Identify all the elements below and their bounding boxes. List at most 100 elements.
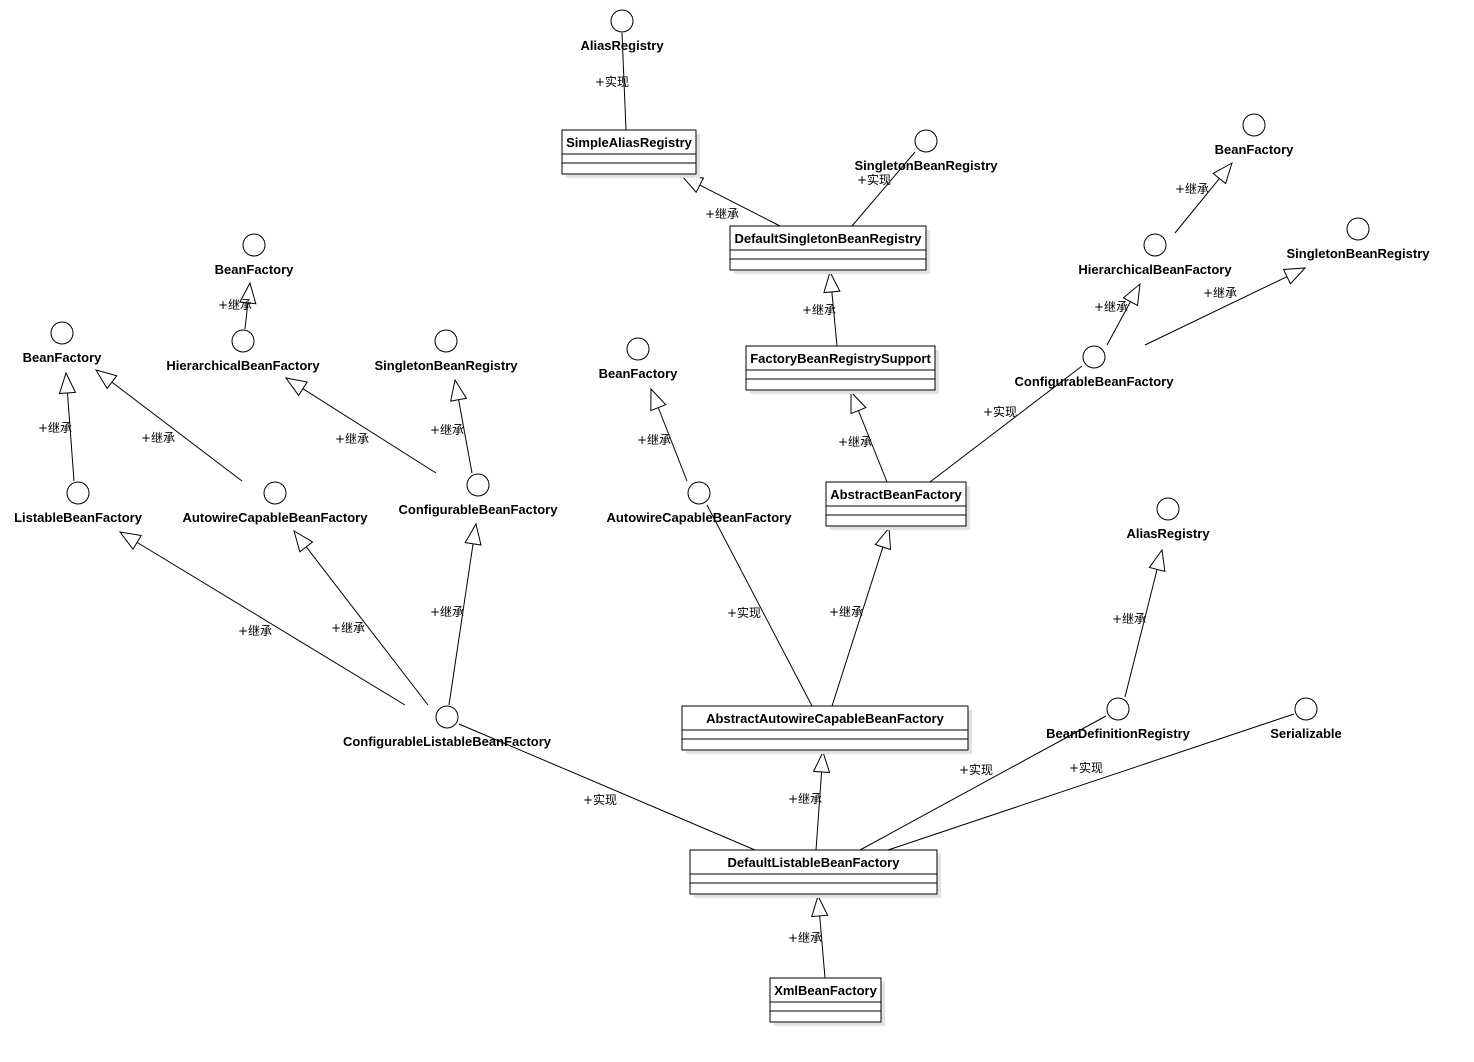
class-box-defaultSingleton[interactable]: DefaultSingletonBeanRegistry — [729, 225, 930, 274]
nodes-layer: SimpleAliasRegistryDefaultSingletonBeanR… — [14, 9, 1430, 1026]
relation-line — [859, 715, 1107, 851]
relation-label: +继承 — [430, 423, 464, 437]
interface-name: AliasRegistry — [580, 38, 664, 53]
relation-line — [621, 32, 627, 131]
interface-i_configlistable[interactable]: ConfigurableListableBeanFactory — [343, 705, 552, 749]
relation-line — [819, 915, 826, 979]
interface-circle-icon — [687, 481, 711, 505]
class-box-xmlBF[interactable]: XmlBeanFactory — [769, 977, 885, 1026]
class-name: AbstractAutowireCapableBeanFactory — [706, 711, 944, 726]
relation-line — [831, 291, 838, 347]
relation-i_configlistable-to-i_config_l: +继承 — [430, 522, 482, 706]
interface-i_singleton_r[interactable]: SingletonBeanRegistry — [1286, 217, 1430, 261]
relation-line — [1124, 569, 1158, 698]
interface-name: BeanDefinitionRegistry — [1046, 726, 1191, 741]
interface-i_serializable[interactable]: Serializable — [1270, 697, 1342, 741]
interface-i_bf_l1[interactable]: BeanFactory — [23, 321, 103, 365]
relation-defaultListable-to-i_beandef: +实现 — [859, 715, 1107, 851]
interface-i_listable[interactable]: ListableBeanFactory — [14, 481, 143, 525]
relation-label: +继承 — [38, 421, 72, 435]
interface-name: ConfigurableBeanFactory — [1015, 374, 1175, 389]
relation-defaultListable-to-abstractAutowire: +继承 — [788, 750, 831, 851]
interface-i_singleton_l[interactable]: SingletonBeanRegistry — [374, 329, 518, 373]
generalization-arrowhead — [811, 894, 829, 918]
relation-label: +继承 — [335, 432, 369, 446]
relation-line — [305, 546, 429, 706]
generalization-arrowhead — [284, 377, 308, 397]
interface-name: BeanFactory — [1215, 142, 1295, 157]
relation-line — [831, 546, 884, 707]
relation-line — [929, 365, 1083, 483]
interface-i_autowire_l[interactable]: AutowireCapableBeanFactory — [183, 481, 369, 525]
interface-i_beandef[interactable]: BeanDefinitionRegistry — [1046, 697, 1191, 741]
relation-label: +实现 — [959, 762, 993, 777]
relation-label: +继承 — [829, 605, 863, 619]
relation-i_config_l-to-i_hier_l: +继承 — [284, 377, 437, 474]
generalization-arrowhead — [823, 270, 841, 294]
relation-i_beandef-to-i_alias_r: +继承 — [1112, 548, 1166, 698]
relation-line — [706, 504, 813, 707]
interface-circle-icon — [231, 329, 255, 353]
interface-i_config_r[interactable]: ConfigurableBeanFactory — [1015, 345, 1175, 389]
generalization-arrowhead — [118, 531, 143, 551]
interface-name: AutowireCapableBeanFactory — [183, 510, 369, 525]
class-box-simpleAlias[interactable]: SimpleAliasRegistry — [561, 129, 700, 178]
interface-name: ConfigurableListableBeanFactory — [343, 734, 552, 749]
relation-factoryBeanReg-to-defaultSingleton: +继承 — [802, 270, 841, 347]
relation-defaultSingleton-to-simpleAlias: +继承 — [680, 175, 781, 227]
interface-name: SingletonBeanRegistry — [854, 158, 998, 173]
interface-i_hier_l[interactable]: HierarchicalBeanFactory — [166, 329, 320, 373]
interface-name: AutowireCapableBeanFactory — [607, 510, 793, 525]
relation-line — [851, 151, 916, 227]
interface-circle-icon — [263, 481, 287, 505]
relation-abstractBF-to-i_config_r: +实现 — [929, 365, 1083, 483]
relation-label: +继承 — [802, 303, 836, 317]
generalization-arrowhead — [239, 281, 257, 305]
interface-name: HierarchicalBeanFactory — [1078, 262, 1232, 277]
generalization-arrowhead — [874, 526, 892, 551]
class-box-abstractBF[interactable]: AbstractBeanFactory — [825, 481, 970, 530]
relation-label: +继承 — [1094, 300, 1128, 314]
relation-line — [657, 407, 688, 482]
class-rect — [745, 345, 936, 391]
class-box-defaultListable[interactable]: DefaultListableBeanFactory — [689, 849, 941, 898]
relation-label: +实现 — [727, 605, 761, 620]
generalization-arrowhead — [464, 522, 482, 546]
interface-circle-icon — [1156, 497, 1180, 521]
interface-circle-icon — [1143, 233, 1167, 257]
generalization-arrowhead — [650, 387, 667, 412]
interface-i_autowire_m[interactable]: AutowireCapableBeanFactory — [607, 481, 793, 525]
interface-i_bf_m[interactable]: BeanFactory — [599, 337, 679, 381]
interface-i_config_l[interactable]: ConfigurableBeanFactory — [399, 473, 559, 517]
relation-label: +实现 — [983, 404, 1017, 419]
relation-defaultListable-to-i_serializable: +实现 — [887, 713, 1295, 851]
relation-i_autowire_l-to-i_bf_l1: +继承 — [94, 369, 243, 482]
interface-circle-icon — [50, 321, 74, 345]
relation-i_config_r-to-i_singleton_r: +继承 — [1144, 267, 1307, 346]
interface-i_hier_r[interactable]: HierarchicalBeanFactory — [1078, 233, 1232, 277]
relation-i_configlistable-to-i_autowire_l: +继承 — [293, 529, 429, 706]
class-box-factoryBeanReg[interactable]: FactoryBeanRegistrySupport — [745, 345, 939, 394]
interface-i_bf_l2[interactable]: BeanFactory — [215, 233, 295, 277]
relation-i_hier_l-to-i_bf_l2: +继承 — [218, 281, 257, 330]
relation-line — [1174, 178, 1220, 234]
generalization-arrowhead — [293, 529, 314, 553]
interface-i_alias_r[interactable]: AliasRegistry — [1126, 497, 1210, 541]
relation-line — [1106, 301, 1131, 346]
interface-circle-icon — [435, 705, 459, 729]
interface-i_bf_tr[interactable]: BeanFactory — [1215, 113, 1295, 157]
interface-i_alias_top[interactable]: AliasRegistry — [580, 9, 664, 53]
relation-line — [66, 392, 75, 482]
relation-label: +继承 — [1175, 182, 1209, 196]
relation-label: +继承 — [218, 298, 252, 312]
generalization-arrowhead — [1212, 161, 1233, 185]
class-name: AbstractBeanFactory — [830, 487, 962, 502]
interface-name: BeanFactory — [599, 366, 679, 381]
interface-circle-icon — [66, 481, 90, 505]
relation-line — [887, 713, 1295, 851]
interface-i_singleton_top[interactable]: SingletonBeanRegistry — [854, 129, 998, 173]
class-box-abstractAutowire[interactable]: AbstractAutowireCapableBeanFactory — [681, 705, 972, 754]
interface-name: HierarchicalBeanFactory — [166, 358, 320, 373]
interface-name: ListableBeanFactory — [14, 510, 143, 525]
